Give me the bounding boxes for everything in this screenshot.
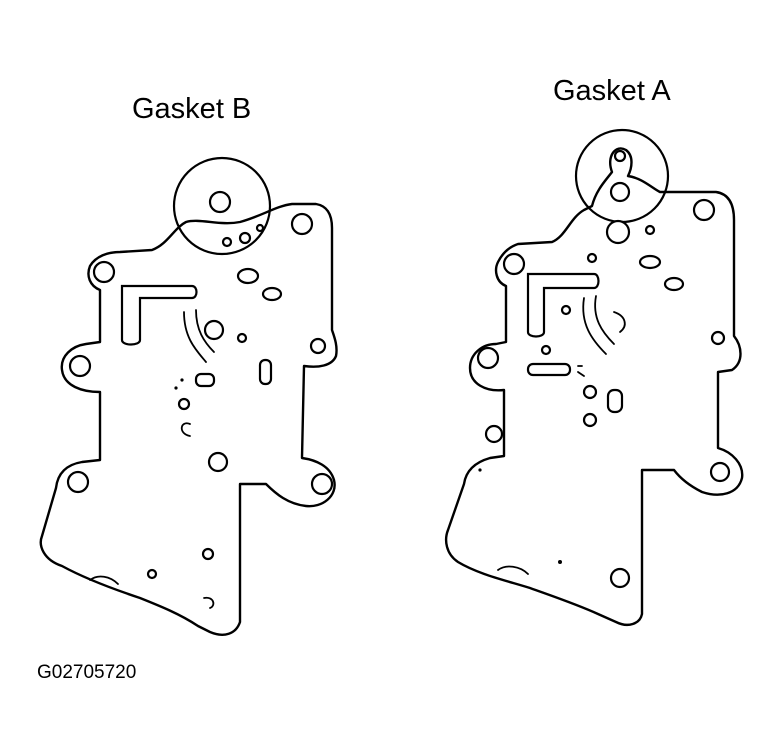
gasket-b-bolt-hole: [68, 354, 92, 378]
gasket-a-bolt-hole: [692, 198, 716, 222]
gasket-a-hole: [582, 384, 598, 400]
gasket-b-highlight-circle: [172, 156, 272, 256]
gasket-a-highlight-circle: [574, 128, 670, 224]
gasket-b-hole: [177, 397, 191, 411]
gasket-a-bolt-hole: [609, 567, 631, 589]
gasket-a-partial-hole: [577, 365, 585, 377]
gasket-a: Gasket A: [444, 75, 744, 626]
gasket-b-hole: [207, 451, 229, 473]
gasket-b-hole: [203, 319, 225, 341]
gasket-a-hole: [586, 252, 598, 264]
gasket-b-l-slot: [120, 284, 198, 346]
gasket-a-bolt-hole: [709, 461, 731, 483]
gasket-b-outline: [39, 202, 338, 636]
gasket-a-hole: [560, 304, 572, 316]
gasket-a-hole-lower: [605, 219, 631, 245]
gasket-a-hole: [540, 344, 552, 356]
gasket-a-curved-slot: [582, 295, 615, 355]
gasket-b-bolt-hole: [66, 470, 90, 494]
gasket-b-title: Gasket B: [132, 93, 251, 125]
gasket-b-bolt-hole: [92, 260, 116, 284]
gasket-a-bolt-hole: [484, 424, 504, 444]
gasket-b-partial-hole: [180, 422, 191, 437]
gasket-a-l-slot: [526, 272, 600, 338]
gasket-b: Gasket B: [39, 93, 338, 636]
gasket-a-hole-large: [609, 181, 631, 203]
gasket-b-bolt-hole: [290, 212, 314, 236]
gasket-a-mark: [558, 560, 562, 564]
gasket-b-bottom-notch: [89, 575, 119, 585]
gasket-b-hole-small: [255, 223, 265, 233]
gasket-a-oval-hole: [663, 276, 685, 292]
gasket-b-oval-hole: [261, 286, 283, 302]
gasket-a-mark: [478, 468, 482, 472]
gasket-a-hole-small: [644, 224, 656, 236]
gasket-a-bolt-hole: [476, 346, 500, 370]
gasket-b-hole: [201, 547, 215, 561]
gasket-a-slot: [606, 388, 624, 414]
gasket-b-mark: [180, 378, 184, 382]
gasket-b-hole-small: [238, 231, 252, 245]
gasket-b-bolt-hole: [309, 337, 327, 355]
gasket-b-hole: [236, 332, 248, 344]
gasket-b-hole-large: [208, 190, 232, 214]
gasket-b-slot: [194, 372, 216, 388]
gasket-b-curved-slot: [183, 309, 215, 363]
gasket-b-oval-hole: [236, 267, 260, 285]
gasket-a-hole-tab: [613, 149, 627, 163]
gasket-b-bolt-hole: [310, 472, 334, 496]
gasket-a-slot: [526, 362, 572, 377]
gasket-a-partial-hole: [613, 311, 626, 333]
figure-code: G02705720: [37, 662, 136, 683]
gasket-a-outline: [444, 147, 744, 626]
gasket-b-partial-hole: [203, 596, 215, 609]
gasket-a-hole: [582, 412, 598, 428]
gasket-b-hole-small: [221, 236, 233, 248]
gasket-b-hole: [146, 568, 158, 580]
gasket-b-slot: [258, 358, 273, 386]
gasket-a-bolt-hole: [710, 330, 726, 346]
gasket-a-bottom-notch: [497, 565, 529, 575]
gasket-b-mark: [174, 386, 178, 390]
gasket-a-bolt-hole: [502, 252, 526, 276]
gasket-a-title: Gasket A: [553, 75, 671, 107]
gasket-a-oval-hole: [638, 254, 662, 270]
